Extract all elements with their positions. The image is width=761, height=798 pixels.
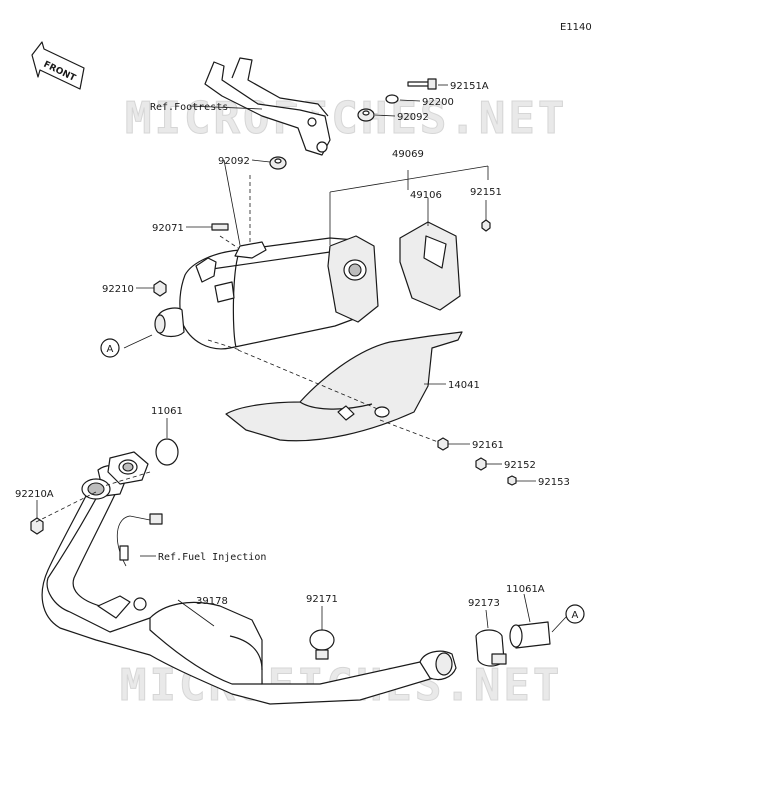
sleeve-11061A (509, 621, 551, 649)
leader-lines (36, 84, 567, 633)
label-39178: 39178 (196, 596, 228, 607)
label-92151A: 92151A (450, 81, 489, 92)
label-92210: 92210 (102, 284, 134, 295)
label-92171: 92171 (306, 594, 338, 605)
end-cap (327, 235, 379, 323)
nut-92151 (481, 219, 491, 232)
label-92153: 92153 (538, 477, 570, 488)
nut-92210 (153, 280, 167, 297)
stud-92071 (211, 223, 229, 231)
label-92210A: 92210A (15, 489, 54, 500)
heat-guard-14041 (225, 331, 463, 442)
damper-92092-top (357, 108, 375, 122)
label-92092-top: 92092 (397, 112, 429, 123)
callout-a-left-label: A (107, 344, 114, 355)
nut-92153 (507, 475, 517, 486)
label-92173: 92173 (468, 598, 500, 609)
label-49106: 49106 (410, 190, 442, 201)
label-92092-left: 92092 (218, 156, 250, 167)
clamp-92173 (475, 629, 507, 667)
label-49069: 49069 (392, 149, 424, 160)
oxygen-sensor (116, 513, 163, 567)
front-arrow-icon: FRONT (31, 41, 85, 90)
label-92071: 92071 (152, 223, 184, 234)
label-92152: 92152 (504, 460, 536, 471)
exhaust-pipe-39178 (41, 451, 457, 705)
nut-92161 (437, 437, 449, 451)
muffler-49069 (154, 237, 363, 350)
clamp-92171 (309, 629, 335, 660)
gasket-11061 (155, 438, 179, 466)
damper-92092-left (269, 156, 287, 170)
diagram-code: E1140 (560, 22, 592, 33)
callout-a-left: A (100, 338, 120, 358)
nut-92210A (30, 517, 44, 535)
cover-49106 (399, 221, 461, 311)
label-11061: 11061 (151, 406, 183, 417)
alignment-dashes (35, 175, 439, 523)
callout-a-right: A (565, 604, 585, 624)
label-ref-fuel-injection: Ref.Fuel Injection (158, 552, 266, 563)
nut-92152 (475, 457, 487, 471)
bolt-92151A (407, 78, 437, 90)
label-92200: 92200 (422, 97, 454, 108)
label-92161: 92161 (472, 440, 504, 451)
label-14041: 14041 (448, 380, 480, 391)
label-11061A: 11061A (506, 584, 545, 595)
watermark-top: MICROFICHES.NET (125, 93, 567, 144)
footrest-bracket (204, 57, 331, 156)
callout-a-right-label: A (572, 610, 579, 621)
label-92151: 92151 (470, 187, 502, 198)
label-ref-footrests: Ref.Footrests (150, 102, 228, 113)
washer-92200 (385, 94, 399, 104)
